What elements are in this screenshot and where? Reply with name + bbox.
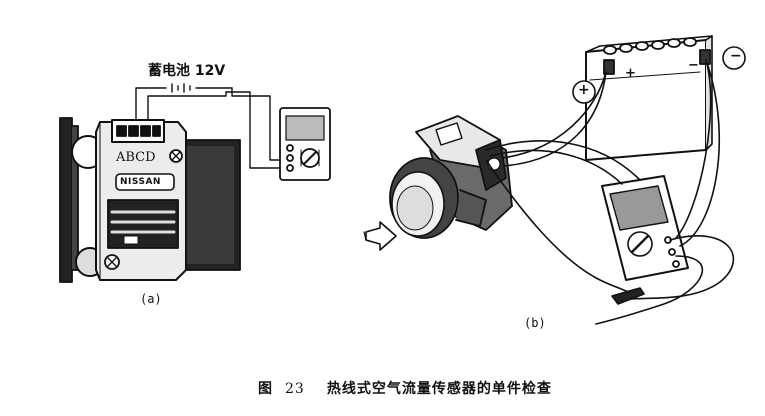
battery-minus-label: − bbox=[688, 58, 699, 73]
caption-number: 23 bbox=[285, 381, 305, 397]
airflow-arrow-icon bbox=[363, 221, 397, 251]
battery-label: 蓄电池 12V bbox=[148, 63, 226, 79]
caption-prefix: 图 bbox=[258, 381, 273, 397]
subfigure-b-label: (b) bbox=[524, 316, 546, 330]
sensor-b bbox=[389, 115, 513, 239]
wiring-b bbox=[485, 59, 735, 325]
caption-title: 热线式空气流量传感器的单件检查 bbox=[326, 381, 552, 397]
sensor-a bbox=[59, 117, 241, 283]
terminal-minus-label: − bbox=[730, 48, 742, 64]
terminal-minus-icon bbox=[722, 46, 746, 70]
sensor-brand-label: NISSAN bbox=[120, 177, 161, 187]
terminal-plus-icon bbox=[572, 80, 596, 104]
wiring-a bbox=[135, 83, 283, 169]
multimeter-b bbox=[601, 175, 689, 281]
battery-plus-label: + bbox=[625, 66, 636, 81]
subfigure-a-label: (a) bbox=[140, 292, 162, 306]
figure-caption: 图 23 热线式空气流量传感器的单件检查 bbox=[258, 378, 552, 398]
multimeter-a bbox=[279, 107, 331, 181]
battery-b bbox=[585, 35, 713, 161]
terminal-plus-label: + bbox=[578, 82, 590, 98]
sensor-pin-labels: ABCD bbox=[116, 150, 156, 165]
